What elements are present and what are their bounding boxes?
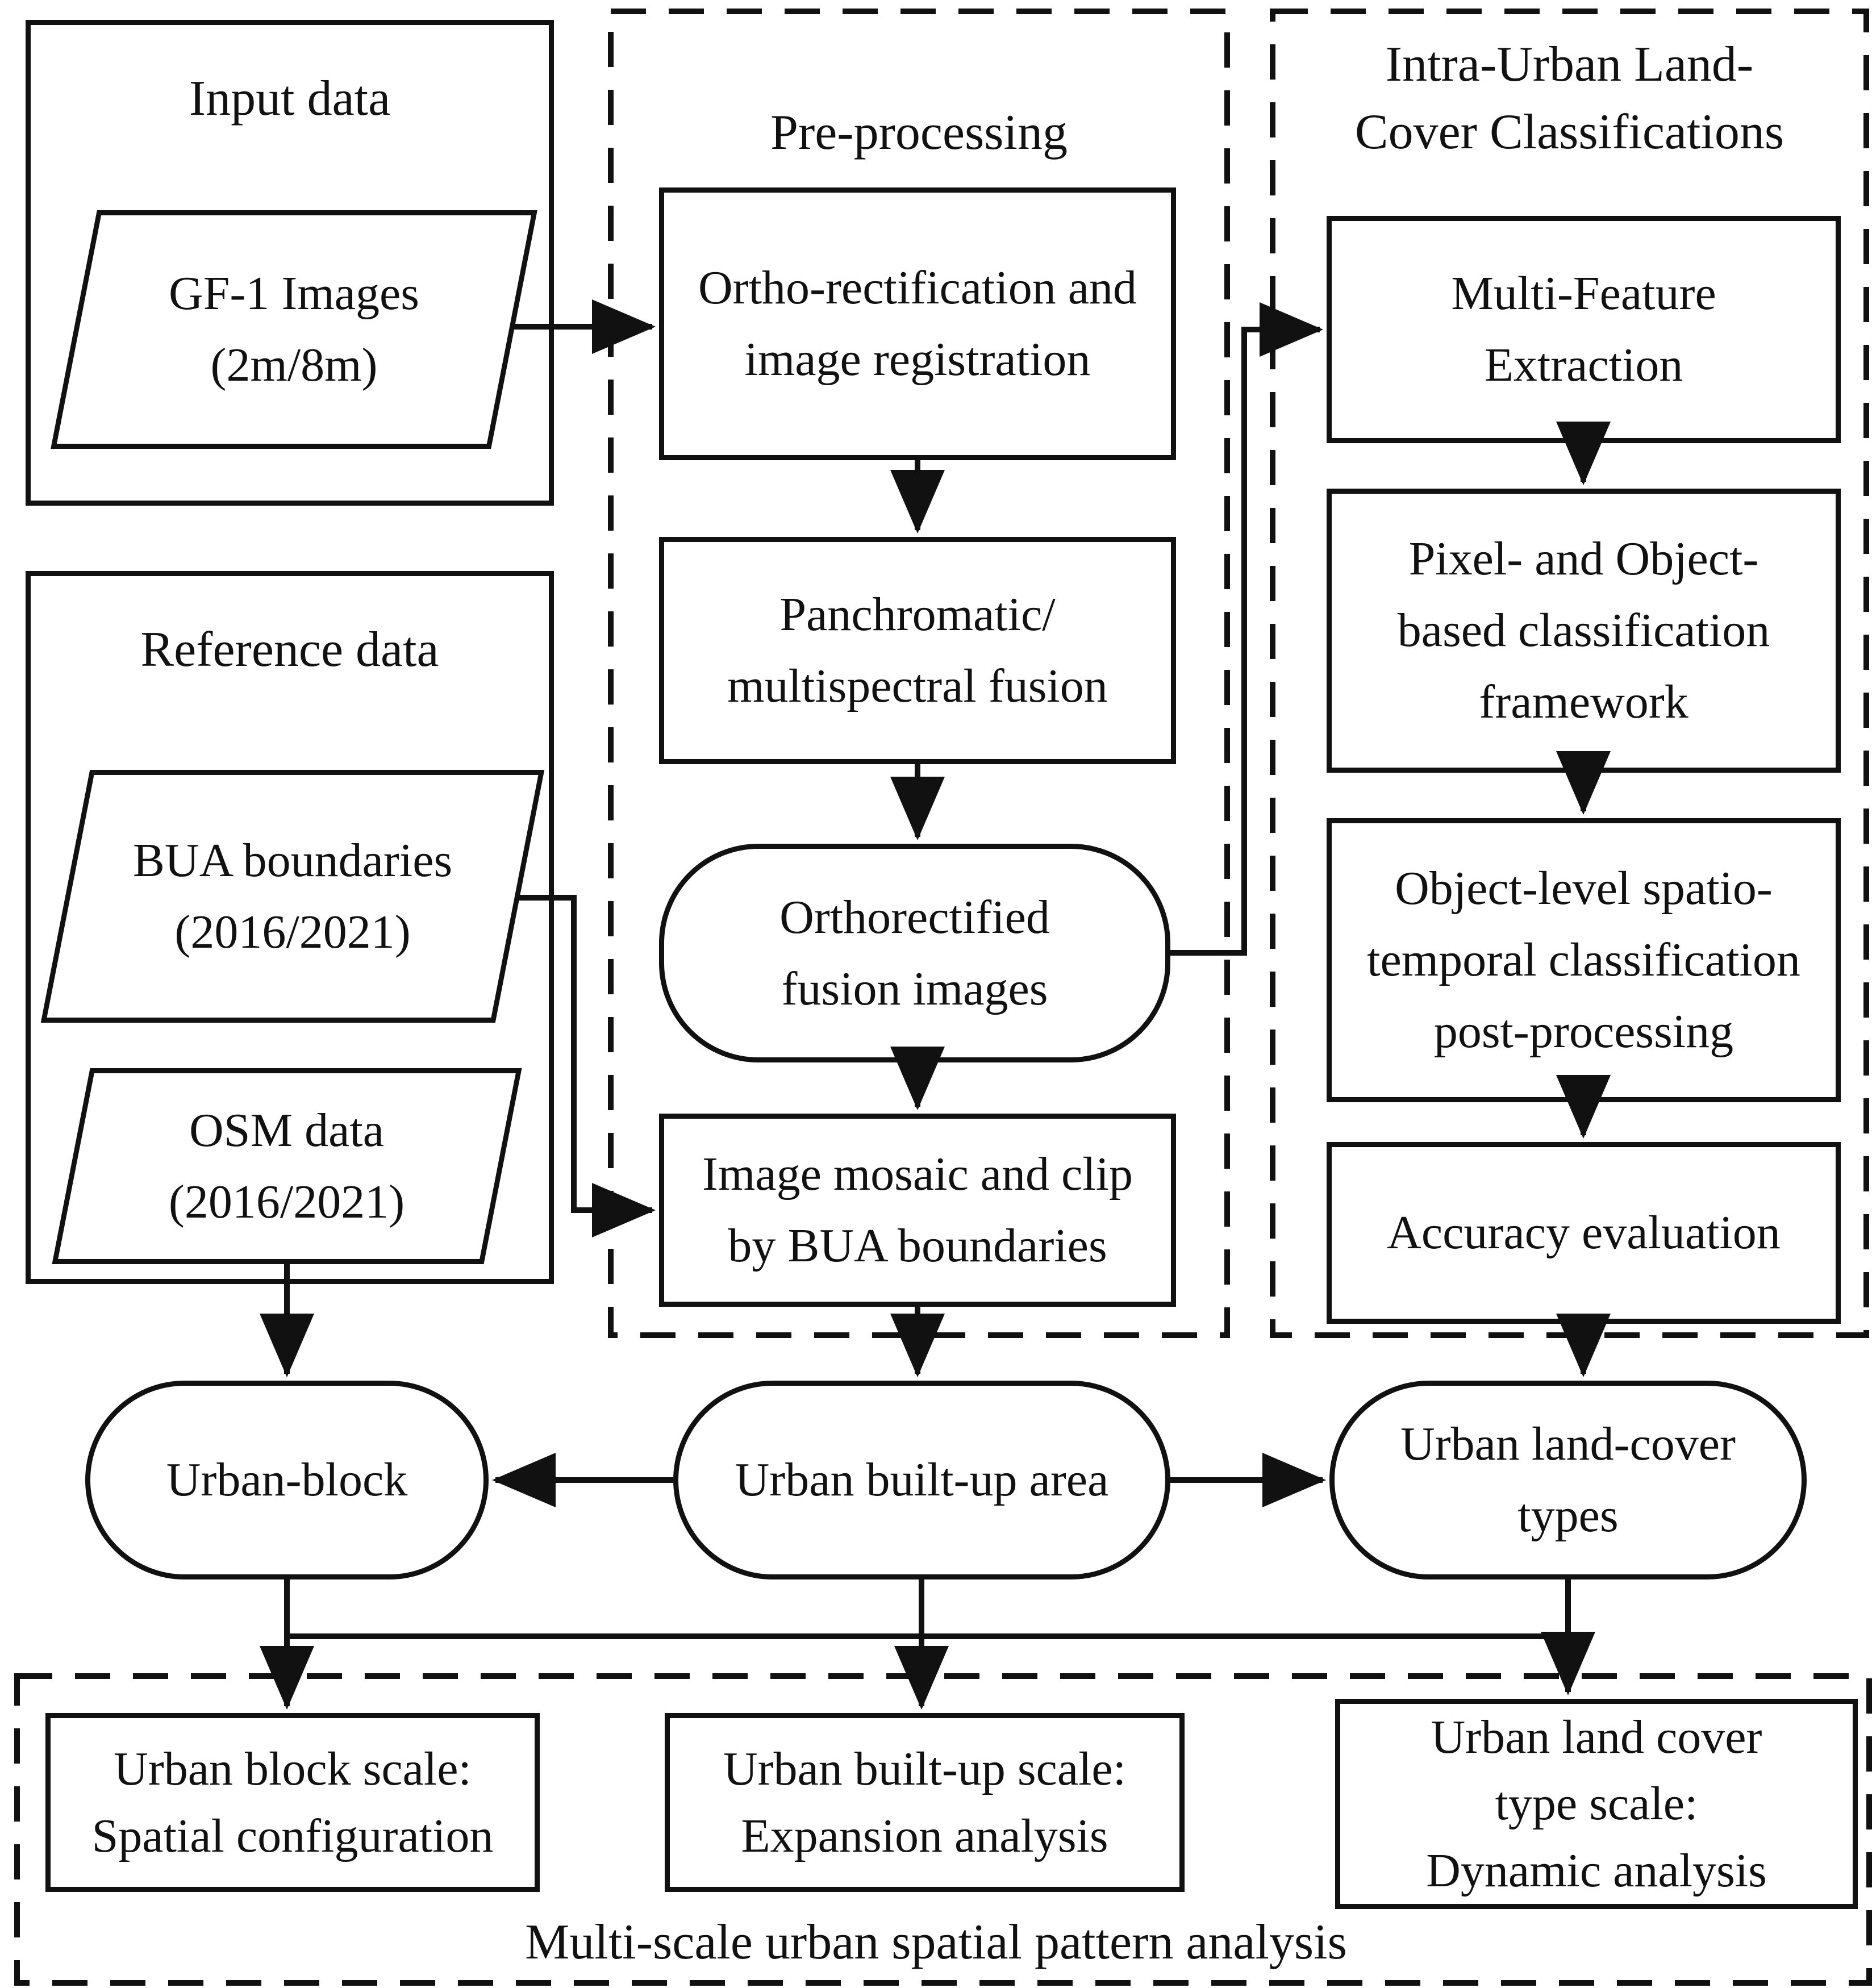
urban-lc-scale-box: Urban land cover type scale: Dynamic ana… bbox=[1335, 1699, 1858, 1909]
ortho-rectification-step: Ortho-rectification and image registrati… bbox=[659, 187, 1176, 460]
classification-title: Intra-Urban Land- Cover Classifications bbox=[1354, 37, 1785, 160]
input-data-title: Input data bbox=[189, 71, 391, 126]
orthorectified-images-label: Orthorectified fusion images bbox=[779, 890, 1050, 1015]
urban-built-up-label: Urban built-up area bbox=[735, 1453, 1109, 1506]
object-level-postprocessing-label: Object-level spatio- temporal classifica… bbox=[1367, 862, 1800, 1058]
gf1-images-node: GF-1 Images (2m/8m) bbox=[51, 210, 537, 449]
urban-land-cover-node: Urban land-cover types bbox=[1329, 1381, 1807, 1579]
bua-boundaries-label: BUA boundaries (2016/2021) bbox=[132, 833, 453, 958]
image-mosaic-clip-step: Image mosaic and clip by BUA boundaries bbox=[659, 1114, 1176, 1307]
reference-data-title: Reference data bbox=[140, 622, 439, 677]
pixel-object-framework-step: Pixel- and Object- based classification … bbox=[1327, 489, 1841, 773]
preprocessing-title: Pre-processing bbox=[770, 105, 1068, 160]
urban-block-label: Urban-block bbox=[166, 1453, 408, 1506]
pan-multispectral-fusion-step: Panchromatic/ multispectral fusion bbox=[659, 537, 1176, 764]
gf1-images-label: GF-1 Images (2m/8m) bbox=[169, 267, 419, 391]
multiscale-analysis-title: Multi-scale urban spatial pattern analys… bbox=[525, 1915, 1347, 1970]
pan-multispectral-fusion-label: Panchromatic/ multispectral fusion bbox=[727, 588, 1108, 712]
pixel-object-framework-label: Pixel- and Object- based classification … bbox=[1397, 532, 1770, 728]
urban-block-scale-label: Urban block scale: Spatial configuration bbox=[91, 1742, 494, 1862]
arrow-orthorectified-to-multifeature bbox=[1168, 302, 1323, 956]
accuracy-evaluation-label: Accuracy evaluation bbox=[1387, 1206, 1781, 1259]
object-level-postprocessing-step: Object-level spatio- temporal classifica… bbox=[1327, 818, 1841, 1102]
osm-data-label: OSM data (2016/2021) bbox=[169, 1103, 405, 1228]
urban-built-up-node: Urban built-up area bbox=[673, 1381, 1170, 1579]
urban-lc-scale-label: Urban land cover type scale: Dynamic ana… bbox=[1426, 1710, 1767, 1897]
accuracy-evaluation-step: Accuracy evaluation bbox=[1327, 1142, 1841, 1324]
osm-data-node: OSM data (2016/2021) bbox=[52, 1068, 522, 1264]
multi-feature-extraction-label: Multi-Feature Extraction bbox=[1451, 267, 1716, 391]
urban-built-scale-label: Urban built-up scale: Expansion analysis bbox=[723, 1742, 1127, 1862]
urban-block-node: Urban-block bbox=[85, 1381, 489, 1579]
urban-block-scale-box: Urban block scale: Spatial configuration bbox=[45, 1713, 540, 1892]
bua-boundaries-node: BUA boundaries (2016/2021) bbox=[40, 770, 545, 1023]
ortho-rectification-label: Ortho-rectification and image registrati… bbox=[698, 261, 1137, 386]
orthorectified-images-node: Orthorectified fusion images bbox=[659, 844, 1170, 1062]
image-mosaic-clip-label: Image mosaic and clip by BUA boundaries bbox=[702, 1148, 1133, 1272]
urban-land-cover-label: Urban land-cover types bbox=[1400, 1418, 1736, 1542]
multi-feature-extraction-step: Multi-Feature Extraction bbox=[1327, 216, 1841, 443]
urban-built-scale-box: Urban built-up scale: Expansion analysis bbox=[665, 1713, 1185, 1892]
